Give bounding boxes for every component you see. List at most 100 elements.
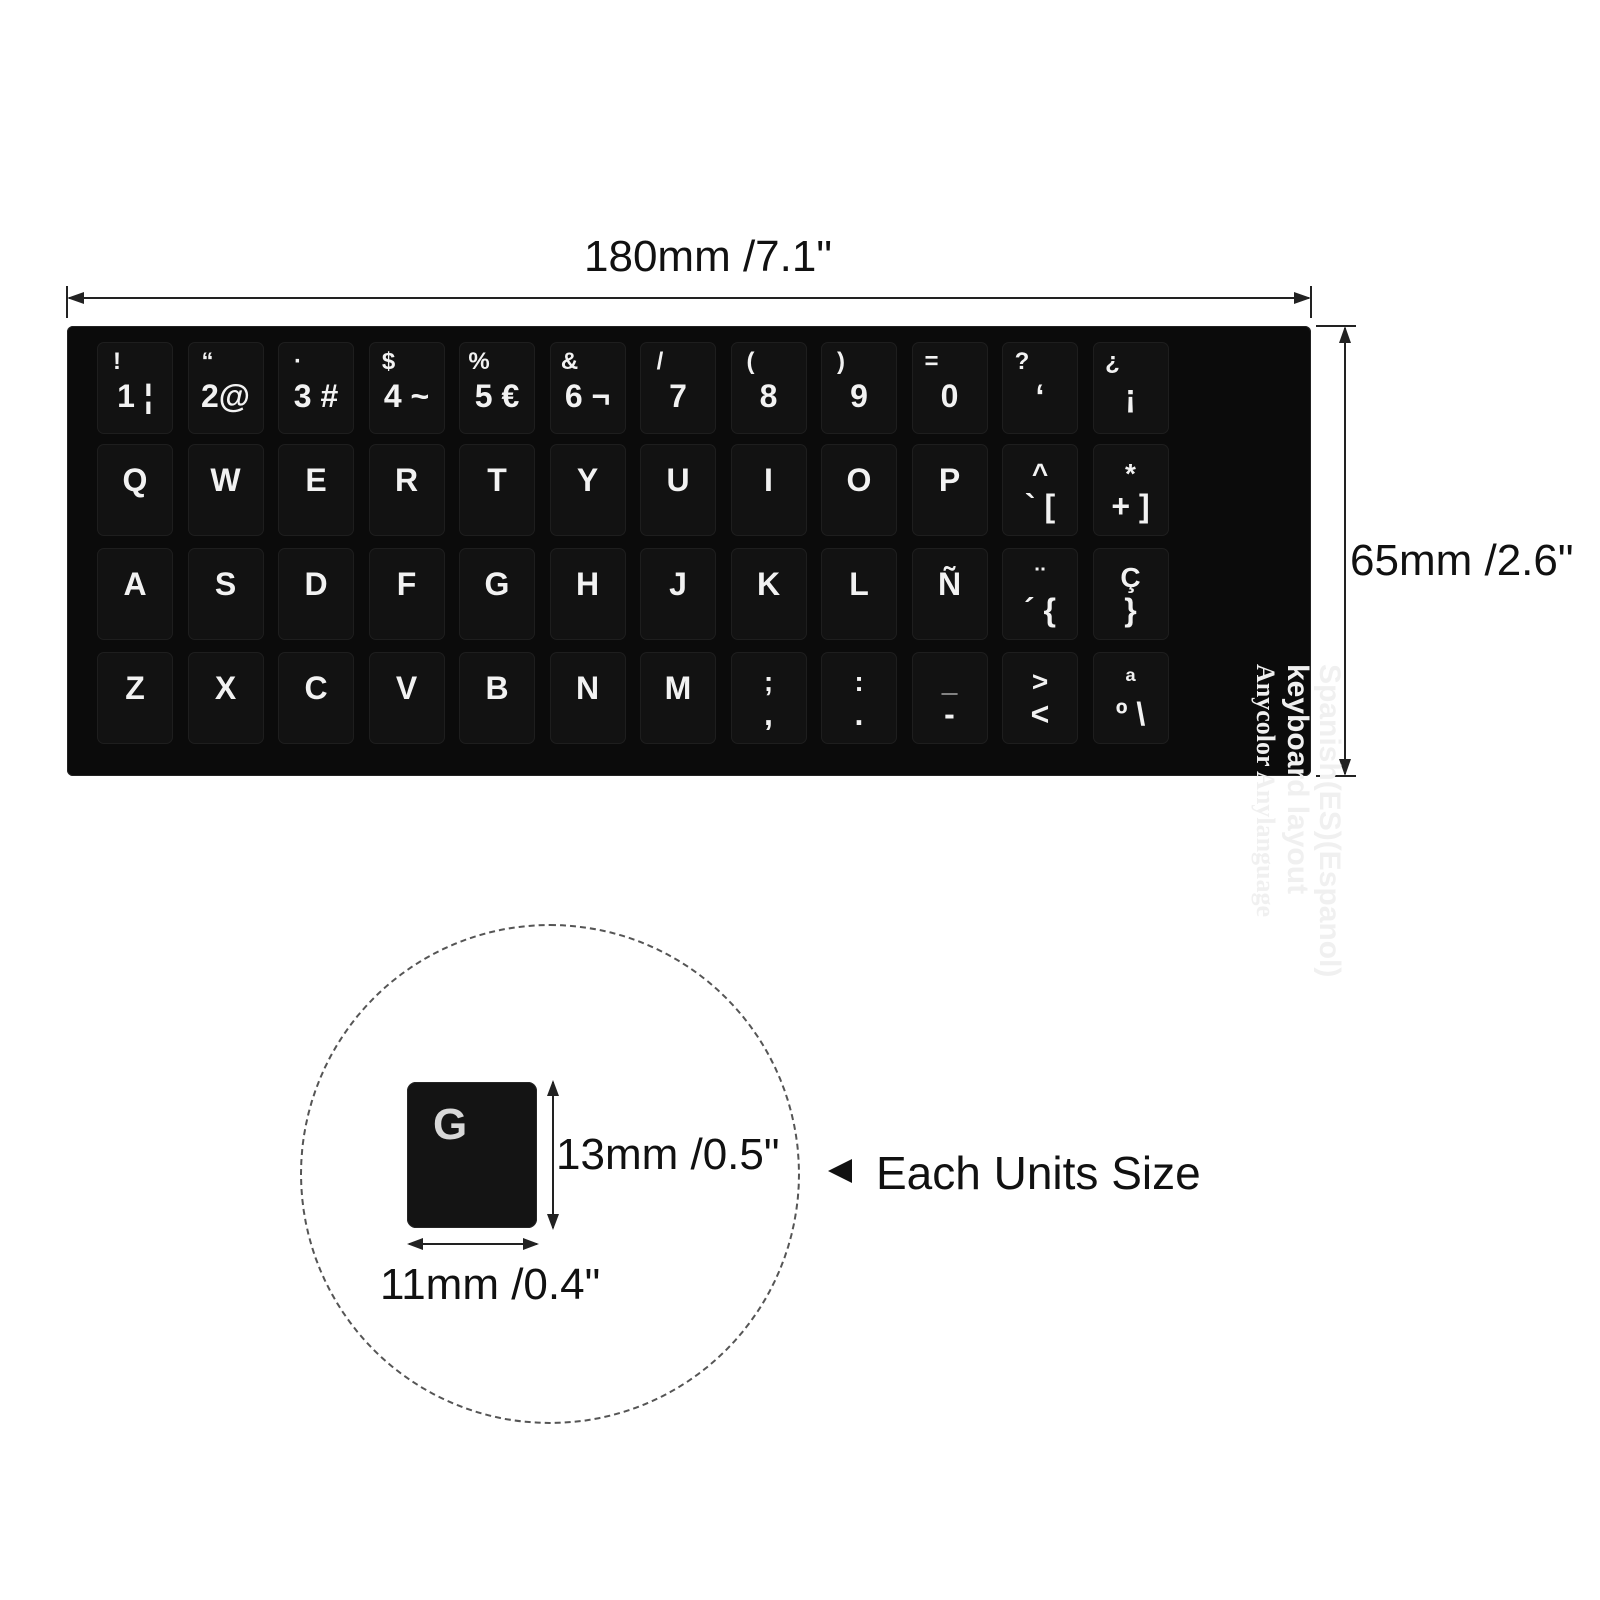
key-letter: Y <box>576 462 599 498</box>
key-base-symbol: 2@ <box>201 378 250 414</box>
key-sticker: Ç} <box>1092 548 1169 640</box>
key-sticker: L <box>821 548 897 640</box>
key-shift-symbol: % <box>468 348 490 375</box>
key-letter: R <box>394 462 419 498</box>
key-sticker: & 6 ¬ <box>549 342 626 434</box>
key-sticker: ¨´ { <box>1002 548 1078 640</box>
key-sticker: D <box>278 548 354 640</box>
key-letter: L <box>849 566 869 602</box>
key-shift-symbol: & <box>560 348 579 375</box>
key-letter: A <box>123 566 147 602</box>
key-sticker: >< <box>1002 652 1078 744</box>
key-sticker: E <box>278 444 354 536</box>
side-label-language: Spanish(ES)(Espanol) <box>1313 664 1346 978</box>
key-sticker: R <box>368 444 445 536</box>
key-sticker: M <box>640 652 716 744</box>
key-letter: E <box>305 462 327 498</box>
key-letter: B <box>485 670 509 706</box>
key-sticker: )9 <box>821 342 897 434</box>
key-shift-symbol: ! <box>113 348 121 375</box>
key-sticker: % 5 € <box>459 342 535 434</box>
key-shift-symbol: ^ <box>1031 458 1049 489</box>
each-units-size-caption: Each Units Size <box>876 1147 1201 1199</box>
key-sticker: *+ ] <box>1092 444 1169 536</box>
key-base-symbol: ` [ <box>1024 488 1056 524</box>
key-sticker: ! 1 ¦ <box>97 342 173 434</box>
key-shift-symbol: ? <box>1014 348 1030 375</box>
key-sticker: I <box>730 444 807 536</box>
height-label: 65mm /2.6" <box>1350 536 1574 585</box>
key-sticker: T <box>459 444 535 536</box>
key-letter: J <box>669 566 687 602</box>
key-letter: K <box>756 566 781 602</box>
key-base-symbol: 0 <box>940 378 959 414</box>
key-shift-symbol: = <box>924 348 939 375</box>
key-sticker: ^` [ <box>1002 444 1078 536</box>
key-shift-symbol: * <box>1125 458 1136 489</box>
key-sticker: P <box>911 444 988 536</box>
key-shift-symbol: ; <box>763 666 774 697</box>
key-letter: W <box>210 462 241 498</box>
key-sticker: :. <box>821 652 897 744</box>
key-shift-symbol: : <box>854 666 864 697</box>
key-base-symbol: + ] <box>1111 488 1150 524</box>
key-letter: S <box>214 566 237 602</box>
key-sticker: /7 <box>640 342 716 434</box>
key-base-symbol: - <box>944 696 955 732</box>
key-letter: I <box>764 462 773 498</box>
key-letter: P <box>938 462 961 498</box>
key-sticker: O <box>821 444 897 536</box>
key-letter: Z <box>125 670 145 706</box>
key-sticker: X <box>187 652 264 744</box>
key-base-symbol: 9 <box>850 378 868 414</box>
side-label-tagline: Anycolor Anylanguage <box>1251 664 1280 918</box>
key-sticker: · 3 # <box>278 342 354 434</box>
key-letter: D <box>304 566 328 602</box>
width-dimension-line <box>66 286 1312 318</box>
key-base-symbol: 1 ¦ <box>117 378 153 414</box>
key-letter: F <box>396 566 417 602</box>
key-sticker: G <box>459 548 535 640</box>
key-sticker: ¿¡ <box>1092 342 1169 434</box>
key-base-symbol: 3 # <box>293 378 339 414</box>
height-dimension-line <box>1316 325 1356 777</box>
key-letter: O <box>846 462 872 498</box>
key-base-symbol: º \ <box>1115 696 1146 732</box>
key-letter: C <box>304 670 328 706</box>
pointer-triangle-icon <box>828 1159 852 1183</box>
unit-width-label: 11mm /0.4" <box>380 1260 601 1309</box>
key-shift-symbol: · <box>294 348 302 375</box>
key-shift-symbol: > <box>1031 666 1049 697</box>
key-letter: Q <box>122 462 148 498</box>
key-sticker: “ 2@ <box>187 342 264 434</box>
key-letter: U <box>666 462 690 498</box>
key-shift-symbol: ª <box>1125 666 1136 697</box>
key-base-symbol: 8 <box>759 378 778 414</box>
key-sticker: U <box>640 444 716 536</box>
key-letter: Ñ <box>937 566 962 602</box>
key-sticker: V <box>368 652 445 744</box>
key-shift-symbol: ¿ <box>1105 348 1120 375</box>
key-sticker: Q <box>97 444 173 536</box>
key-shift-symbol: _ <box>941 666 958 697</box>
key-base-symbol: 6 ¬ <box>564 378 611 414</box>
key-letter: X <box>214 670 237 706</box>
key-sticker: Z <box>97 652 173 744</box>
key-shift-symbol: ¨ <box>1035 562 1045 593</box>
key-base-symbol: 4 ~ <box>383 378 430 414</box>
key-sticker: A <box>97 548 173 640</box>
key-shift-symbol: “ <box>201 348 214 375</box>
key-sticker: K <box>730 548 807 640</box>
key-base-symbol: 5 € <box>474 378 520 414</box>
key-base-symbol: , <box>764 696 773 732</box>
key-sticker: W <box>187 444 264 536</box>
key-sticker: B <box>459 652 535 744</box>
key-sticker: Ñ <box>911 548 988 640</box>
key-shift-symbol: Ç <box>1120 562 1141 593</box>
key-sticker: C <box>278 652 354 744</box>
unit-key-letter: G <box>433 1100 468 1149</box>
key-letter: N <box>575 670 600 706</box>
key-shift-symbol: / <box>656 348 664 375</box>
